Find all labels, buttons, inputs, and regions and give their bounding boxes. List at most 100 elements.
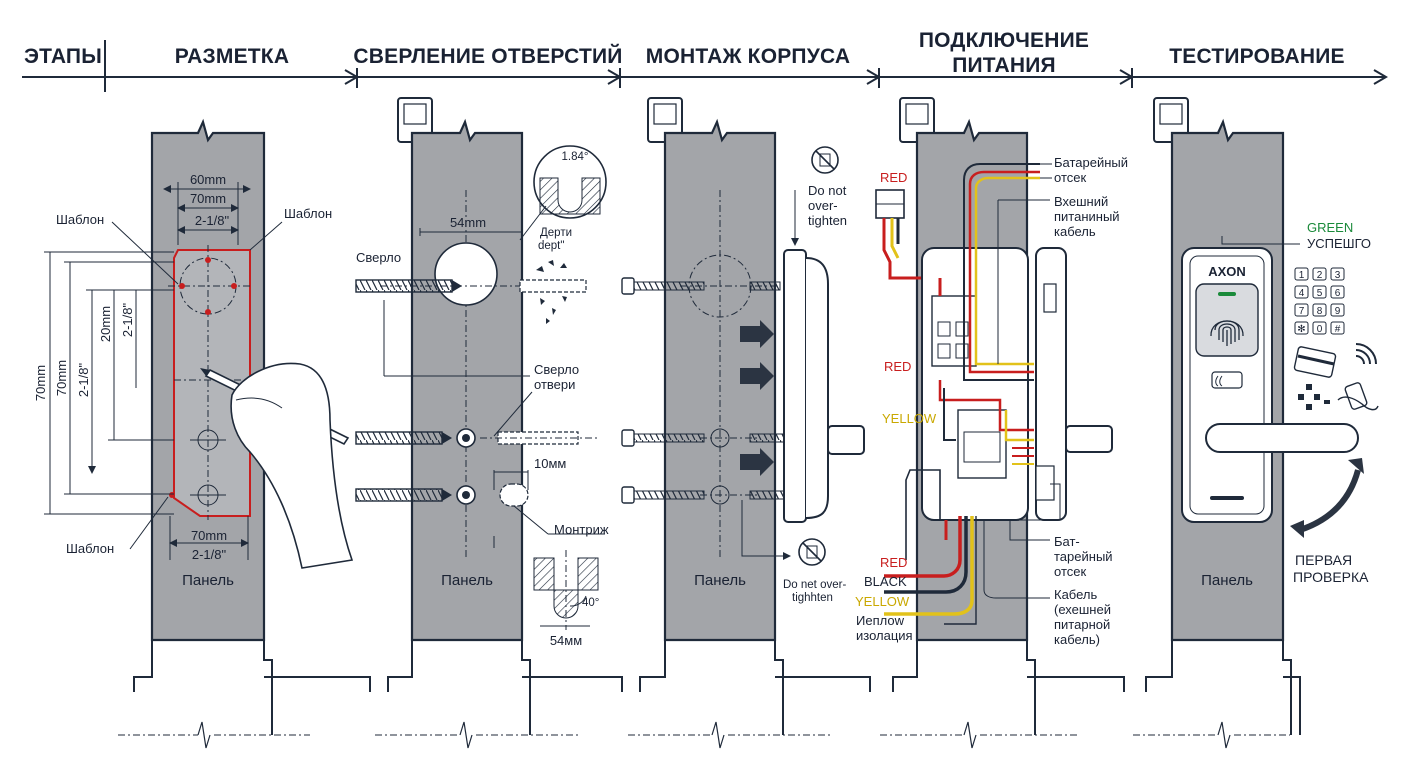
angle-label: 1.84°: [562, 151, 589, 163]
step-title-marking: РАЗМЕТКА: [175, 45, 289, 68]
dim-70mm-vertical-2: 70mm: [54, 360, 69, 396]
key-0: 0: [1317, 324, 1323, 335]
green-label: GREEN: [1307, 220, 1353, 235]
battery-compartment: [957, 409, 1007, 479]
mounting-stage: Do not over- tighten Do net over- tighht…: [621, 97, 871, 749]
warn-top-line2: over-: [808, 198, 838, 213]
dim-2-1-8-bottom: 2-1/8": [192, 547, 227, 562]
first-check-line1: ПЕРВАЯ: [1295, 552, 1352, 568]
wire-label-black-bottom: BLACK: [864, 574, 907, 589]
stages-label: ЭТАПЫ: [24, 45, 102, 68]
key-6: 6: [1335, 288, 1341, 299]
step-title-power-line1: ПОДКЛЮЧЕНИЕ: [919, 29, 1089, 52]
mounting-screw: [621, 486, 795, 504]
door-handle: [1205, 423, 1359, 453]
template-label-bottom: Шаблон: [66, 541, 114, 556]
warn-top-line3: tighten: [808, 213, 847, 228]
angle-40: 40°: [582, 597, 599, 609]
key-4: 4: [1299, 288, 1305, 299]
handle-stub: [1065, 425, 1113, 453]
marking-stage: 60mm 70mm 2-1/8" Шаблон Шаблон Шаблон 70…: [33, 118, 371, 749]
drill-label: Сверло: [356, 250, 401, 265]
mounting-screw: [621, 429, 795, 447]
battery-top-line1: Батарейный: [1054, 155, 1128, 170]
dim-2-1-8-top: 2-1/8": [195, 213, 230, 228]
dim-70mm-vertical-1: 70mm: [33, 365, 48, 401]
depth-label-2: dept": [538, 240, 564, 252]
dim-54mm: 54mm: [450, 215, 486, 230]
ext-power-line3: кабель: [1054, 224, 1096, 239]
warn-top-line1: Do not: [808, 183, 847, 198]
drill-bit-top: [355, 279, 462, 293]
dim-10mm: 10мм: [534, 456, 566, 471]
dim-70mm-top: 70mm: [190, 191, 226, 206]
cable-line3: питарной: [1054, 617, 1110, 632]
template-label-top-left: Шаблон: [56, 212, 104, 227]
key-5: 5: [1317, 288, 1323, 299]
key-2: 2: [1317, 270, 1323, 281]
insulation-line1: Иеплоw: [856, 613, 905, 628]
key-8: 8: [1317, 306, 1323, 317]
key-hash: #: [1335, 324, 1341, 335]
battery-bottom-line2: тарейный: [1054, 549, 1113, 564]
nfc-icon: [1355, 343, 1377, 365]
warn-bottom-line2: tighhten: [792, 592, 833, 604]
card-icon: [1293, 346, 1337, 378]
key-1: 1: [1299, 270, 1305, 281]
warn-bottom-line1: Do net over-: [783, 579, 846, 591]
wire-label-red-bottom: RED: [880, 555, 907, 570]
dim-2-1-8-vertical-2: 2-1/8": [120, 302, 135, 337]
first-check-line2: ПРОВЕРКА: [1293, 569, 1369, 585]
drilling-stage: 54mm Сверло 1.84° Дерти dept" Сверло отв…: [355, 97, 623, 749]
dim-2-1-8-vertical: 2-1/8": [76, 362, 91, 397]
lock-body: [783, 249, 807, 523]
battery-bottom-line3: отсек: [1054, 564, 1086, 579]
key-7: 7: [1299, 306, 1305, 317]
ext-power-line2: питаниный: [1054, 209, 1120, 224]
key-3: 3: [1335, 270, 1341, 281]
drill-hole-label-1: Сверло: [534, 362, 579, 377]
dim-70mm-bottom: 70mm: [191, 528, 227, 543]
step-title-drilling: СВЕРЛЕНИЕ ОТВЕРСТИЙ: [353, 44, 622, 68]
fingerprint-sensor: [1195, 283, 1259, 357]
rfid-reader-icon: [1211, 371, 1243, 389]
lock-brand: AXON: [1208, 264, 1246, 279]
mounting-label: Монтриж: [554, 522, 609, 537]
template-label-top-right: Шаблон: [284, 206, 332, 221]
battery-bottom-line1: Бат-: [1054, 534, 1080, 549]
step-title-testing: ТЕСТИРОВАНИЕ: [1169, 45, 1344, 68]
door-panel: [410, 118, 524, 642]
key-9: 9: [1335, 306, 1341, 317]
stage-header: ЭТАПЫ РАЗМЕТКА СВЕРЛЕНИЕ ОТВЕРСТИЙ МОНТА…: [22, 29, 1388, 92]
template-outline: [173, 249, 251, 517]
hand-with-pencil: [200, 362, 354, 569]
wire-label-red-mid: RED: [884, 359, 911, 374]
handle-stub: [827, 425, 865, 455]
drill-bit-middle: [355, 431, 452, 445]
cable-line4: кабель): [1054, 632, 1100, 647]
panel-label: Панель: [441, 572, 493, 589]
cable-line1: Кабель: [1054, 587, 1097, 602]
panel-label: Панель: [1201, 572, 1253, 589]
dim-20mm: 20mm: [98, 306, 113, 342]
success-label: УСПЕШГО: [1307, 236, 1371, 251]
depth-label-1: Дерти: [540, 227, 572, 239]
dim-54mm-bottom: 54мм: [550, 633, 582, 648]
testing-stage: AXON GREEN УСПЕШГО: [1133, 97, 1379, 749]
step-title-power-line2: ПИТАНИЯ: [952, 54, 1056, 77]
dim-60mm: 60mm: [190, 172, 226, 187]
step-title-mounting: МОНТАЖ КОРПУСА: [646, 45, 850, 68]
wire-label-yellow-bottom: YELLOW: [855, 594, 910, 609]
cable-line2: (ехешней: [1054, 602, 1111, 617]
drill-bit-bottom: [355, 488, 452, 502]
qr-code-icon: [1298, 384, 1330, 410]
phone-hand-icon: [1337, 382, 1379, 411]
power-stage: RED Ба: [855, 97, 1128, 749]
battery-top-line2: отсек: [1054, 170, 1086, 185]
ext-power-line1: Вхешний: [1054, 194, 1108, 209]
mounting-screw: [621, 277, 781, 295]
panel-label: Панель: [694, 572, 746, 589]
wire-label-red-top: RED: [880, 170, 907, 185]
drill-hole-label-2: отвери: [534, 377, 575, 392]
